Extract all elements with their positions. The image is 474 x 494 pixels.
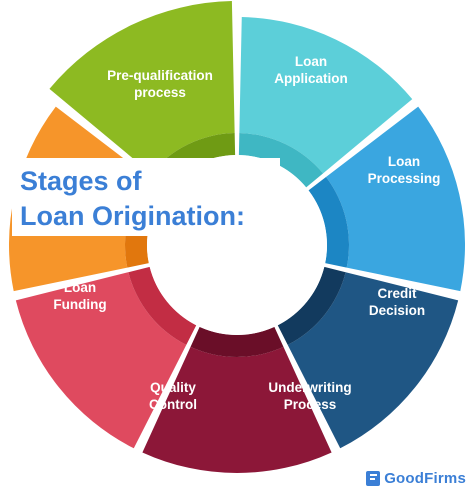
segment-processing-inner-ring	[308, 177, 349, 268]
stage-label-line-2: Control	[149, 397, 197, 412]
stage-label-line-1: Loan	[295, 54, 327, 69]
goodfirms-icon	[366, 471, 381, 486]
stage-label-line-2: process	[134, 85, 186, 100]
brand-name: GoodFirms	[384, 470, 466, 487]
title-backdrop	[12, 158, 280, 236]
stage-label-line-1: Underwriting	[268, 380, 351, 395]
title-line-1: Stages of	[20, 166, 143, 196]
goodfirms-logo: GoodFirms	[366, 470, 466, 487]
stage-label-line-2: Process	[284, 397, 337, 412]
stage-label-line-1: Credit	[377, 286, 417, 301]
segment-quality-inner-ring	[128, 266, 197, 345]
segment-underwriting-inner-ring	[190, 326, 284, 358]
stage-label-line-1: Pre-qualification	[107, 68, 213, 83]
segment-prequal	[49, 1, 235, 174]
stage-label-prequal: Pre-qualification process	[107, 68, 213, 100]
segment-application	[239, 17, 413, 174]
segment-application-inner-ring	[238, 133, 324, 188]
stage-label-line-2: Funding	[53, 297, 106, 312]
segment-underwriting	[142, 346, 332, 473]
segment-decision	[287, 272, 459, 449]
stage-label-line-2: Application	[274, 71, 348, 86]
stage-label-line-1: Quality	[150, 380, 196, 395]
stage-label-line-2: Decision	[369, 303, 425, 318]
title-line-2: Loan Origination:	[20, 201, 245, 231]
segment-quality	[15, 272, 187, 449]
wheel-segments	[8, 1, 466, 473]
stage-label-line-1: Loan	[64, 280, 96, 295]
stage-label-line-1: Loan	[388, 154, 420, 169]
stage-label-line-2: Processing	[368, 171, 441, 186]
diagram-title: Stages of Loan Origination:	[20, 166, 245, 231]
segment-processing	[326, 106, 466, 292]
segment-decision-inner-ring	[277, 266, 346, 345]
